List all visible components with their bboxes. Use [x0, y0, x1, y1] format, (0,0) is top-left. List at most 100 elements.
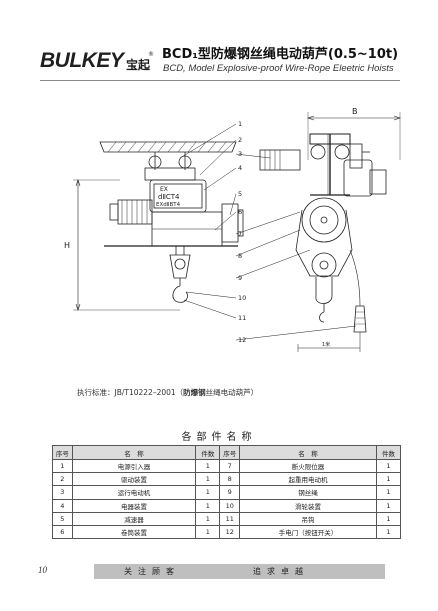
nameplate-line-2: dⅡCT4: [158, 193, 180, 201]
parts-table-title: 各部件名称: [181, 432, 257, 443]
pulley: [311, 252, 337, 278]
table-cell: 1: [375, 524, 402, 540]
table-row: 1 电源引入器 1 7 断火限位器 1: [52, 458, 402, 474]
standard-prefix: 执行标准：JB/T10222–2001（: [77, 388, 184, 397]
side-wheel: [310, 144, 326, 160]
table-row: 3 运行电动机 1 9 钢丝绳 1: [52, 485, 402, 500]
rail-hatching: [107, 141, 227, 153]
table-cell: 1: [195, 458, 221, 474]
table-cell: 2: [52, 472, 73, 487]
table-cell: 1: [195, 472, 221, 487]
column-header: 序号: [52, 445, 73, 460]
column-header: 名 称: [71, 445, 197, 460]
dimension-1m-label: 1米: [322, 341, 330, 348]
table-cell: 10: [219, 498, 241, 513]
callout-9: 9: [238, 274, 242, 282]
reducer: [221, 203, 239, 243]
table-cell: 1: [52, 458, 73, 474]
footer-bar: [94, 564, 385, 579]
column-header: 名 称: [239, 445, 377, 460]
motor-end-cap: [109, 203, 119, 221]
side-wheel: [334, 144, 350, 160]
callout-4: 4: [238, 164, 242, 172]
nameplate: [153, 183, 203, 209]
table-cell: 7: [219, 458, 241, 474]
table-cell: 11: [219, 511, 241, 526]
header-divider: [40, 80, 400, 81]
table-cell: 4: [52, 498, 73, 513]
table-row: 4 电器装置 1 10 滑轮装置 1: [52, 498, 402, 513]
page-number: 10: [38, 565, 47, 575]
callout-7: 7: [238, 230, 242, 238]
power-inlet: [349, 143, 363, 169]
logo-wordmark: BULKEY: [40, 49, 124, 72]
table-cell: 1: [195, 511, 221, 526]
table-cell: 滑轮装置: [239, 498, 377, 513]
parts-table: 序号 名 称 件数 序号 名 称 件数 1 电源引入器 1 7 断火限位器 1 …: [52, 445, 402, 540]
table-header-row: 序号 名 称 件数 序号 名 称 件数: [52, 445, 402, 460]
page-title-chinese: BCD₁型防爆钢丝绳电动葫芦(0.5~10t): [162, 47, 399, 62]
table-cell: 1: [195, 485, 221, 500]
table-cell: 电源引入器: [71, 458, 197, 474]
footer-slogan-left: 关注顾客: [124, 567, 180, 576]
table-cell: 3: [52, 485, 73, 500]
hoist-technical-drawing: EX dⅡCT4 EXdⅡBT4 H: [64, 107, 401, 352]
table-cell: 1: [195, 498, 221, 513]
side-view: B: [259, 107, 401, 352]
table-cell: 5: [52, 511, 73, 526]
table-row: 6 卷筒装置 1 12 手电门（按钮开关） 1: [52, 524, 402, 540]
table-cell: 减速器: [71, 511, 197, 526]
table-cell: 6: [52, 524, 73, 540]
nameplate-line-3: EXdⅡBT4: [156, 202, 181, 208]
table-cell: 1: [375, 472, 402, 487]
column-header: 序号: [219, 445, 241, 460]
table-cell: 8: [219, 472, 241, 487]
standard-reference: 执行标准：JB/T10222–2001（防爆钢丝绳电动葫芦）: [77, 387, 258, 398]
table-cell: 手电门（按钮开关）: [239, 524, 377, 540]
callout-5: 5: [238, 190, 242, 198]
callout-leaders: [179, 123, 357, 341]
side-electrical-cabinet: [343, 159, 373, 197]
callout-2: 2: [238, 136, 242, 144]
logo-chinese: 宝起: [126, 58, 151, 72]
footer-slogan-right: 追求卓越: [253, 567, 309, 576]
side-hook-icon: [315, 295, 333, 304]
table-cell: 运行电动机: [71, 485, 197, 500]
callout-1: 1: [238, 120, 242, 128]
standard-bold: 防爆钢: [183, 388, 206, 397]
drum-housing: [295, 209, 353, 277]
nameplate-line-1: EX: [160, 186, 168, 193]
table-cell: 12: [219, 524, 241, 540]
table-cell: 1: [375, 485, 402, 500]
table-cell: 驱动装置: [71, 472, 197, 487]
page-title-english: BCD, Model Explosive-proof Wire-Rope Ele…: [163, 63, 394, 74]
callout-10: 10: [238, 294, 246, 302]
hook-block: [169, 254, 191, 279]
table-cell: 钢丝绳: [239, 485, 377, 500]
table-cell: 1: [195, 524, 221, 540]
column-header: 件数: [195, 445, 221, 460]
table-row: 2 驱动装置 1 8 起重用电动机 1: [52, 472, 402, 487]
drum-side: [301, 197, 347, 243]
bulkey-logo: BULKEY 宝起 ®: [40, 45, 158, 79]
registered-mark: ®: [148, 51, 154, 58]
table-cell: 起重用电动机: [239, 472, 377, 487]
table-cell: 1: [375, 458, 402, 474]
callout-6: 6: [238, 208, 242, 216]
table-cell: 断火限位器: [239, 458, 377, 474]
rail-beam: [99, 141, 237, 153]
table-cell: 电器装置: [71, 498, 197, 513]
dimension-b-label: B: [352, 107, 358, 116]
table-cell: 9: [219, 485, 241, 500]
table-cell: 1: [375, 498, 402, 513]
callout-11: 11: [238, 314, 246, 322]
callout-12: 12: [238, 336, 246, 344]
trolley-frame: [144, 167, 196, 181]
pendant-control: [353, 305, 367, 333]
table-cell: 吊钩: [239, 511, 377, 526]
table-row: 5 减速器 1 11 吊钩 1: [52, 511, 402, 526]
callout-8: 8: [238, 252, 242, 260]
table-cell: 卷筒装置: [71, 524, 197, 540]
hook-icon: [172, 285, 188, 303]
standard-suffix: 丝绳电动葫芦）: [205, 388, 259, 397]
